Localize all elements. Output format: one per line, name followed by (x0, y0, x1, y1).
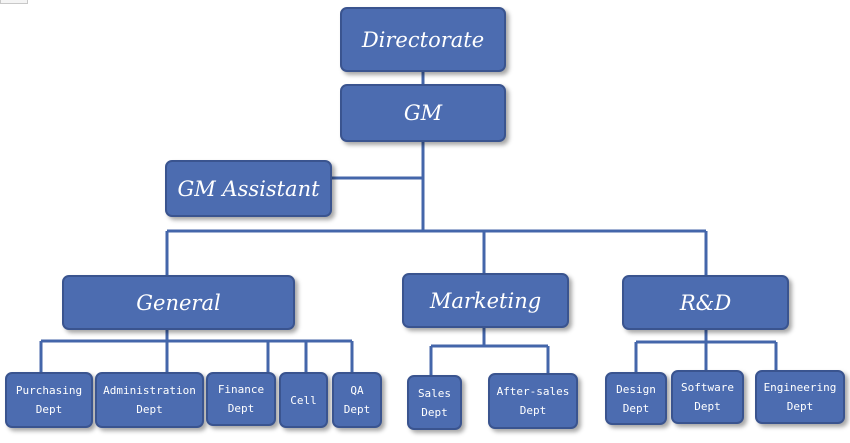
finance-dept-line2: Dept (227, 402, 255, 415)
purchasing-dept-line2: Dept (35, 403, 63, 416)
engineering-dept-line1: Engineering (763, 381, 837, 394)
qa-dept-line1: QA (350, 384, 364, 397)
purchasing-dept-line1: Purchasing (15, 384, 83, 397)
after-sales-dept-line1: After-sales (496, 385, 570, 398)
marketing-label: Marketing (429, 288, 542, 313)
gm-assistant-box: GM Assistant (165, 160, 332, 217)
cell-box: Cell (279, 372, 328, 428)
directorate-label: Directorate (361, 27, 485, 52)
general-box: General (62, 275, 295, 330)
gm-label: GM (403, 101, 443, 125)
sales-dept-line1: Sales (417, 386, 452, 400)
gm-box: GM (340, 84, 506, 142)
qa-dept-line2: Dept (343, 403, 371, 416)
marketing-box: Marketing (402, 273, 569, 328)
cell-line1: Cell (290, 393, 317, 407)
administration-dept-line1: Administration (103, 384, 196, 397)
general-label: General (136, 290, 221, 315)
administration-dept-line2: Dept (136, 403, 163, 416)
gm-assistant-label: GM Assistant (177, 176, 320, 201)
rnd-label: R&D (679, 290, 732, 315)
finance-dept-line1: Finance (217, 383, 265, 396)
software-dept-line2: Dept (694, 400, 721, 413)
directorate-box: Directorate (340, 7, 506, 72)
software-dept-line1: Software (681, 381, 734, 394)
engineering-dept-line2: Dept (786, 400, 814, 413)
design-dept-line1: Design (616, 382, 656, 396)
sales-dept-line2: Dept (421, 405, 448, 419)
after-sales-dept-line2: Dept (519, 404, 547, 417)
qa-dept-box: QA Dept (332, 372, 382, 428)
corner-mark (0, 0, 28, 4)
rnd-box: R&D (622, 275, 789, 330)
design-dept-line2: Dept (622, 401, 650, 415)
